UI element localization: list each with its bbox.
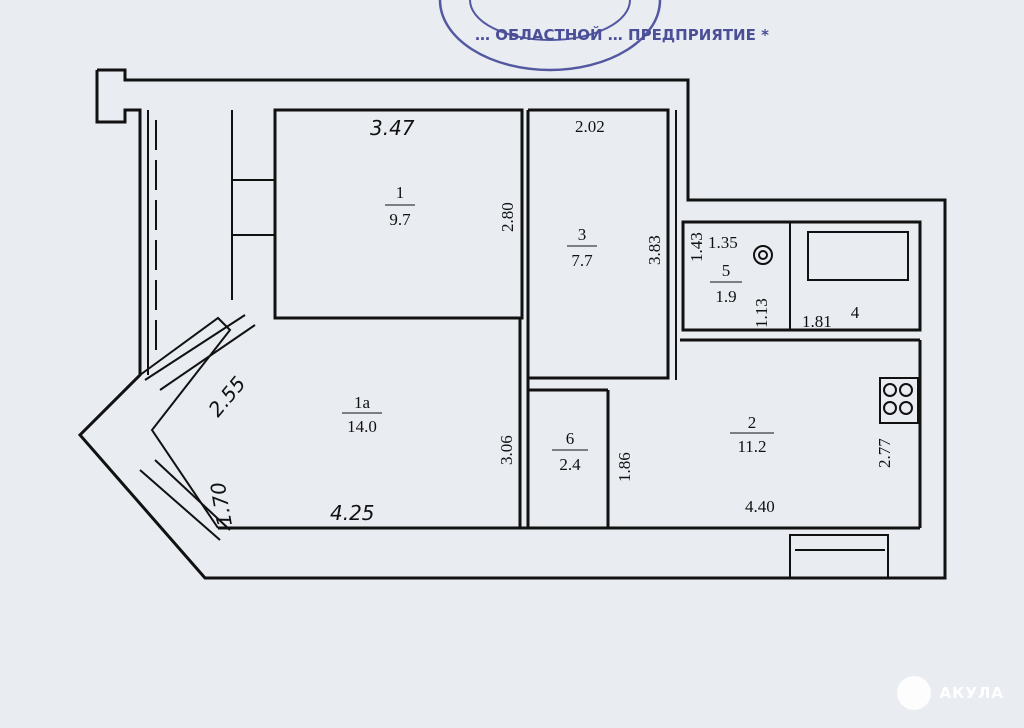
room-3-area: 7.7 xyxy=(571,251,593,270)
dim-2-77: 2.77 xyxy=(875,438,894,468)
room-4-number: 4 xyxy=(851,303,860,322)
dim-2-80: 2.80 xyxy=(498,202,517,232)
room-labels: 1 9.7 3 7.7 5 1.9 4 1а 14.0 6 2.4 2 11.2 xyxy=(342,183,860,474)
official-stamp: … ОБЛАСТНОЙ … ПРЕДПРИЯТИЕ * xyxy=(438,0,769,72)
dim-4-40: 4.40 xyxy=(745,497,775,516)
dim-2-02: 2.02 xyxy=(575,117,605,136)
dim-1-86: 1.86 xyxy=(615,452,634,482)
dim-3-83: 3.83 xyxy=(645,235,664,265)
dim-1-13: 1.13 xyxy=(752,298,771,328)
room-1a-area: 14.0 xyxy=(347,417,377,436)
room-3-number: 3 xyxy=(578,225,587,244)
watermark-brand: АКУЛА xyxy=(939,684,1004,702)
dim-1-81: 1.81 xyxy=(802,312,832,331)
room-1-area: 9.7 xyxy=(389,210,411,229)
dim-3-06: 3.06 xyxy=(497,435,516,465)
dim-4-25: 4.25 xyxy=(330,501,375,525)
room-5-area: 1.9 xyxy=(715,287,736,306)
room-1a-number: 1а xyxy=(354,393,371,412)
dim-1-43: 1.43 xyxy=(687,232,706,262)
room-1-number: 1 xyxy=(396,183,405,202)
watermark-logo: АКУЛА xyxy=(897,676,1004,710)
inner-walls xyxy=(218,108,922,530)
room-5-number: 5 xyxy=(722,261,731,280)
stamp-text: … ОБЛАСТНОЙ … ПРЕДПРИЯТИЕ * xyxy=(475,25,769,44)
dim-2-55: 2.55 xyxy=(203,372,250,422)
shark-logo-icon xyxy=(897,676,932,710)
room-6-area: 2.4 xyxy=(559,455,581,474)
dim-1-35: 1.35 xyxy=(708,233,738,252)
dim-3-47: 3.47 xyxy=(370,116,415,140)
outer-walls xyxy=(77,68,947,580)
room-6-number: 6 xyxy=(566,429,575,448)
room-2-number: 2 xyxy=(748,413,757,432)
room-2-area: 11.2 xyxy=(737,437,766,456)
dim-1-70: 1.70 xyxy=(206,480,237,528)
